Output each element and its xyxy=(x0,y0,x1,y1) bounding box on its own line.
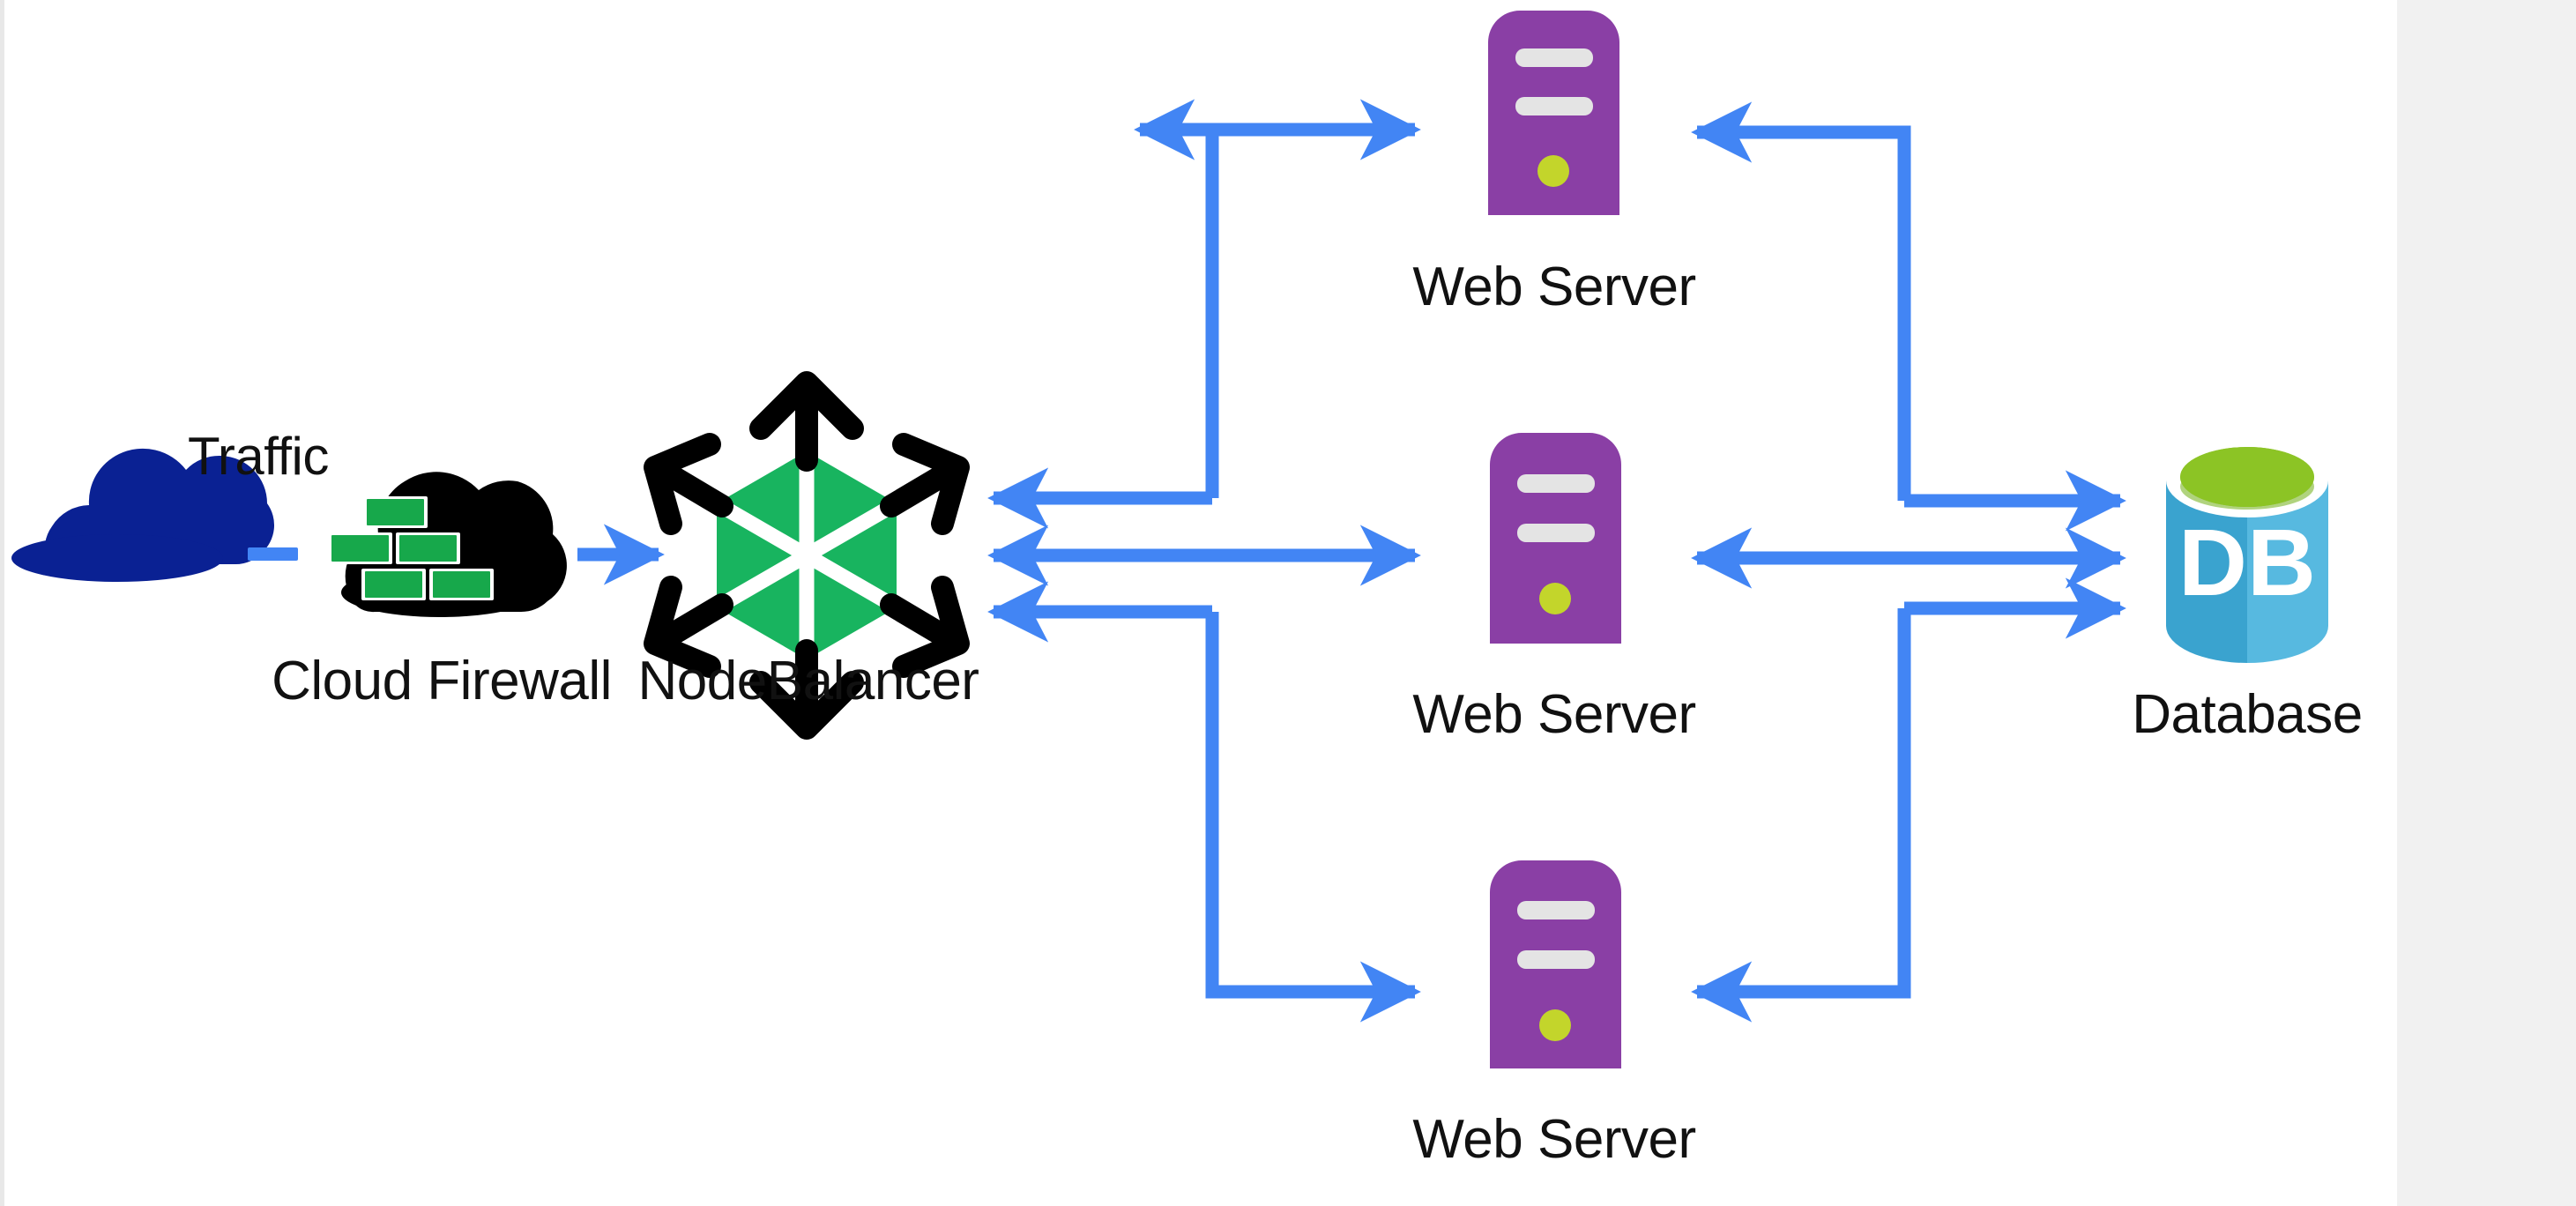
firewall-icon xyxy=(328,472,567,617)
label-traffic: Traffic xyxy=(188,427,329,486)
arrow-db-trunk-to-server-bottom xyxy=(1691,608,1911,1023)
label-database: Database xyxy=(2132,684,2363,745)
label-web-server-top: Web Server xyxy=(1412,257,1696,317)
diagram-graphics: DB xyxy=(11,11,2328,1068)
arrow-balancer-up-to-top-server xyxy=(1205,99,1421,498)
server-icon-top xyxy=(1488,11,1619,215)
label-cloud-firewall: Cloud Firewall xyxy=(272,651,612,711)
arrow-db-trunk-to-server-top xyxy=(1691,101,1911,501)
nodebalancer-icon xyxy=(644,371,970,740)
label-web-server-middle: Web Server xyxy=(1412,684,1696,745)
arrow-balancer-down-to-bottom-server xyxy=(1205,612,1421,1023)
arrow-balancer-to-server-top xyxy=(1134,99,1219,498)
connector-dash xyxy=(248,547,298,561)
diagram-canvas: DB Traffic Cloud Firewall NodeBalancer W… xyxy=(0,0,2397,1206)
label-nodebalancer: NodeBalancer xyxy=(637,651,979,711)
server-icon-middle xyxy=(1490,433,1621,644)
database-text: DB xyxy=(2178,509,2316,615)
database-icon: DB xyxy=(2166,443,2328,663)
server-icon-bottom xyxy=(1490,860,1621,1068)
brick-wall xyxy=(328,496,494,600)
cloud-icon xyxy=(11,448,275,582)
label-web-server-bottom: Web Server xyxy=(1412,1109,1696,1170)
